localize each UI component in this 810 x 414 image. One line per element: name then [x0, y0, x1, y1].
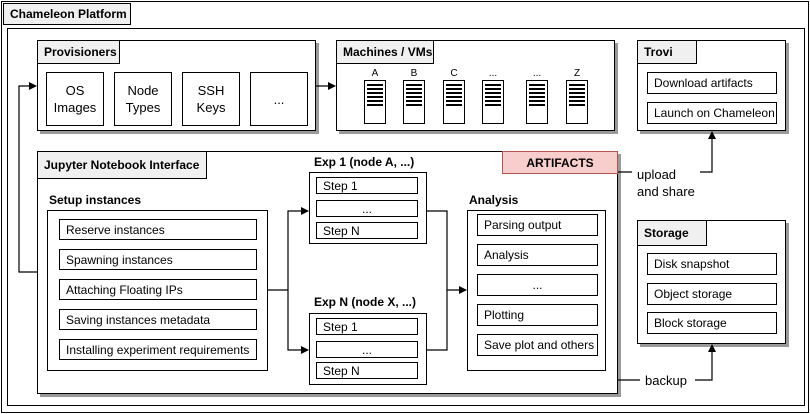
- expn-title: Exp N (node X, ...): [314, 295, 417, 309]
- reserve-instances-item: Reserve instances: [59, 219, 257, 240]
- installing-requirements-item: Installing experiment requirements: [59, 339, 257, 360]
- os-images-item: OS Images: [46, 72, 104, 126]
- exp1-step-n: Step N: [316, 222, 418, 239]
- expn-step-n: Step N: [316, 362, 418, 379]
- server-icon: [403, 80, 425, 124]
- server-icon: [364, 80, 386, 124]
- server-icon: [566, 80, 588, 124]
- analysis-title: Analysis: [469, 193, 519, 207]
- exp1-step-1: Step 1: [316, 177, 418, 194]
- jupyter-title: Jupyter Notebook Interface: [37, 151, 207, 179]
- disk-snapshot-item: Disk snapshot: [647, 253, 777, 275]
- machine-label-more-1: ...: [488, 68, 498, 79]
- save-plot-item: Save plot and others: [477, 334, 598, 356]
- plotting-item: Plotting: [477, 304, 598, 326]
- machines-title: Machines / VMs: [336, 40, 434, 64]
- setup-to-exp1-arrow: [268, 207, 309, 291]
- storage-title: Storage: [637, 220, 707, 246]
- analysis-more-item: ...: [477, 274, 598, 296]
- server-icon: [443, 80, 465, 124]
- machine-label-a: A: [371, 68, 379, 79]
- attaching-floating-ips-item: Attaching Floating IPs: [59, 279, 257, 300]
- analysis-item: Analysis: [477, 244, 598, 266]
- machine-label-more-2: ...: [532, 68, 542, 79]
- backup-label: backup: [645, 373, 687, 388]
- artifacts-badge: ARTIFACTS: [502, 151, 618, 174]
- upload-and-share-label: upload and share: [637, 167, 695, 199]
- launch-on-chameleon-item: Launch on Chameleon: [647, 102, 777, 124]
- parsing-output-item: Parsing output: [477, 214, 598, 236]
- provisioners-title: Provisioners: [37, 40, 120, 64]
- expn-to-analysis-arrow: [427, 290, 448, 351]
- server-icon: [482, 80, 504, 124]
- backup-to-storage-arrow: [618, 345, 712, 381]
- exp1-title: Exp 1 (node A, ...): [314, 155, 415, 169]
- exp1-step-more: ...: [316, 200, 418, 217]
- upload-to-trovi-arrow: [618, 132, 712, 173]
- spawning-instances-item: Spawning instances: [59, 249, 257, 270]
- setup-to-expn-arrow: [287, 290, 309, 354]
- block-storage-item: Block storage: [647, 312, 777, 334]
- platform-title: Chameleon Platform: [3, 3, 131, 25]
- saving-metadata-item: Saving instances metadata: [59, 309, 257, 330]
- download-artifacts-item: Download artifacts: [647, 72, 777, 94]
- machine-label-c: C: [450, 68, 458, 79]
- jupyter-to-provisioners-arrow: [18, 82, 37, 273]
- setup-title: Setup instances: [49, 193, 142, 207]
- expn-step-more: ...: [316, 341, 418, 358]
- ssh-keys-item: SSH Keys: [182, 72, 240, 126]
- trovi-title: Trovi: [637, 40, 697, 64]
- node-types-item: Node Types: [114, 72, 172, 126]
- exp1-to-analysis-arrow: [427, 210, 467, 294]
- expn-step-1: Step 1: [316, 318, 418, 335]
- machine-label-b: B: [410, 68, 418, 79]
- object-storage-item: Object storage: [647, 283, 777, 305]
- server-icon: [526, 80, 548, 124]
- machine-label-z: Z: [573, 68, 581, 79]
- provisioners-more-item: ...: [250, 72, 308, 126]
